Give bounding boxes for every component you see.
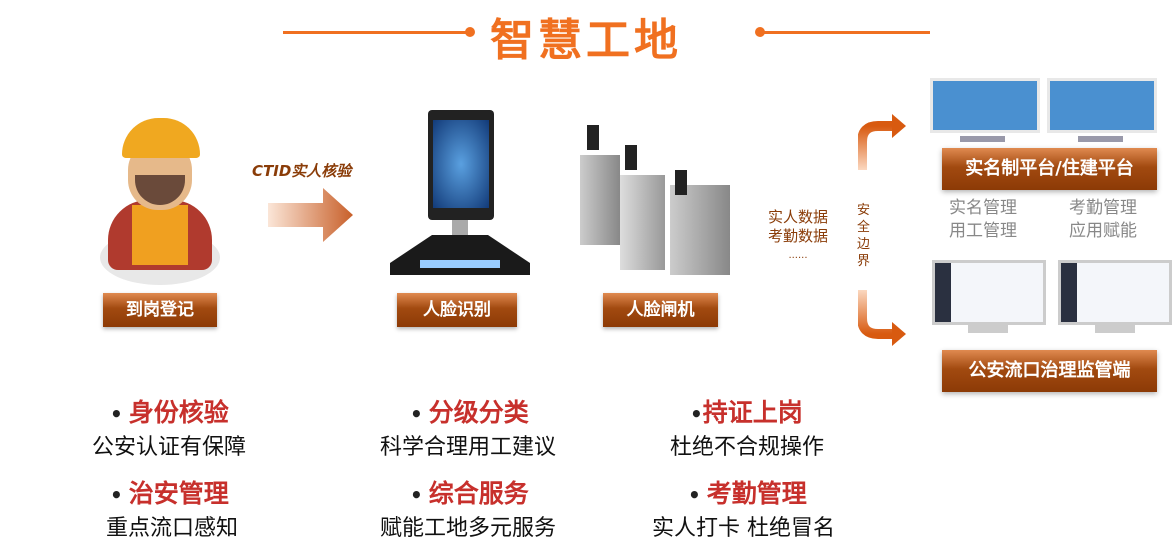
dashboard-monitor-icon	[1058, 260, 1172, 325]
bullet-icon: •	[688, 483, 701, 507]
platform-monitor-icon	[930, 78, 1040, 133]
feature-desc: 公安认证有保障	[92, 435, 247, 460]
turnstile-gate-icon	[575, 125, 740, 275]
feature-desc: 实人打卡 杜绝冒名	[652, 516, 835, 541]
platform-banner-real-name: 实名制平台/住建平台	[942, 148, 1157, 190]
boundary-char: 边	[857, 237, 871, 252]
bullet-icon: •	[690, 402, 703, 426]
step-label-registration: 到岗登记	[103, 293, 217, 327]
feature-item: •身份核验 公安认证有保障	[92, 393, 246, 461]
feature-title: 考勤管理	[706, 479, 807, 508]
ctid-label: CTID实人核验	[252, 162, 352, 180]
monitor-stand	[1095, 325, 1135, 333]
bullet-icon: •	[110, 483, 123, 507]
face-recognition-device-icon	[390, 110, 530, 280]
title-divider-right	[760, 31, 930, 34]
feature-item: •综合服务 赋能工地多元服务	[380, 474, 556, 542]
monitor-stand	[968, 325, 1008, 333]
security-boundary-label: 安 全 边 界	[857, 202, 870, 270]
title-dot-right	[755, 27, 765, 37]
feature-desc: 赋能工地多元服务	[380, 516, 557, 541]
platform-banner-police: 公安流口治理监管端	[942, 350, 1157, 392]
step-label-gate: 人脸闸机	[603, 293, 718, 327]
feature-title: 分级分类	[428, 398, 529, 427]
feature-title: 综合服务	[428, 479, 529, 508]
feature-title: 持证上岗	[702, 398, 803, 427]
dashboard-monitor-icon	[932, 260, 1046, 325]
boundary-char: 全	[857, 220, 871, 235]
platform-feature: 应用赋能	[1069, 221, 1137, 241]
platform-feature: 考勤管理	[1069, 198, 1137, 218]
step-label-face-recognition: 人脸识别	[397, 293, 517, 327]
feature-title: 治安管理	[128, 479, 229, 508]
feature-item: •治安管理 重点流口感知	[106, 474, 238, 542]
boundary-char: 界	[857, 254, 871, 269]
bullet-icon: •	[410, 402, 423, 426]
feature-title: 身份核验	[128, 398, 229, 427]
worker-icon	[100, 110, 225, 290]
platform-feature: 用工管理	[949, 221, 1017, 241]
feature-desc: 科学合理用工建议	[380, 435, 557, 460]
bullet-icon: •	[410, 483, 423, 507]
platform-monitor-icon	[1047, 78, 1157, 133]
title-dot-left	[465, 27, 475, 37]
page-title: 智慧工地	[490, 15, 682, 66]
boundary-char: 安	[857, 203, 871, 218]
platform-feature: 实名管理	[949, 198, 1017, 218]
data-flow-line2: 考勤数据	[767, 227, 828, 245]
monitor-stand	[960, 136, 1005, 142]
feature-desc: 重点流口感知	[106, 516, 239, 541]
feature-item: •考勤管理 实人打卡 杜绝冒名	[652, 474, 835, 542]
title-divider-left	[283, 31, 470, 34]
arrow-down-right-icon	[858, 290, 906, 346]
feature-item: •分级分类 科学合理用工建议	[380, 393, 556, 461]
arrow-right-icon	[268, 188, 353, 242]
data-flow-line1: 实人数据	[767, 208, 828, 226]
arrow-up-right-icon	[858, 114, 906, 170]
feature-item: •持证上岗 杜绝不合规操作	[670, 393, 824, 461]
monitor-stand	[1078, 136, 1123, 142]
bullet-icon: •	[110, 402, 123, 426]
data-flow-line3: ......	[788, 250, 808, 261]
feature-desc: 杜绝不合规操作	[670, 435, 825, 460]
